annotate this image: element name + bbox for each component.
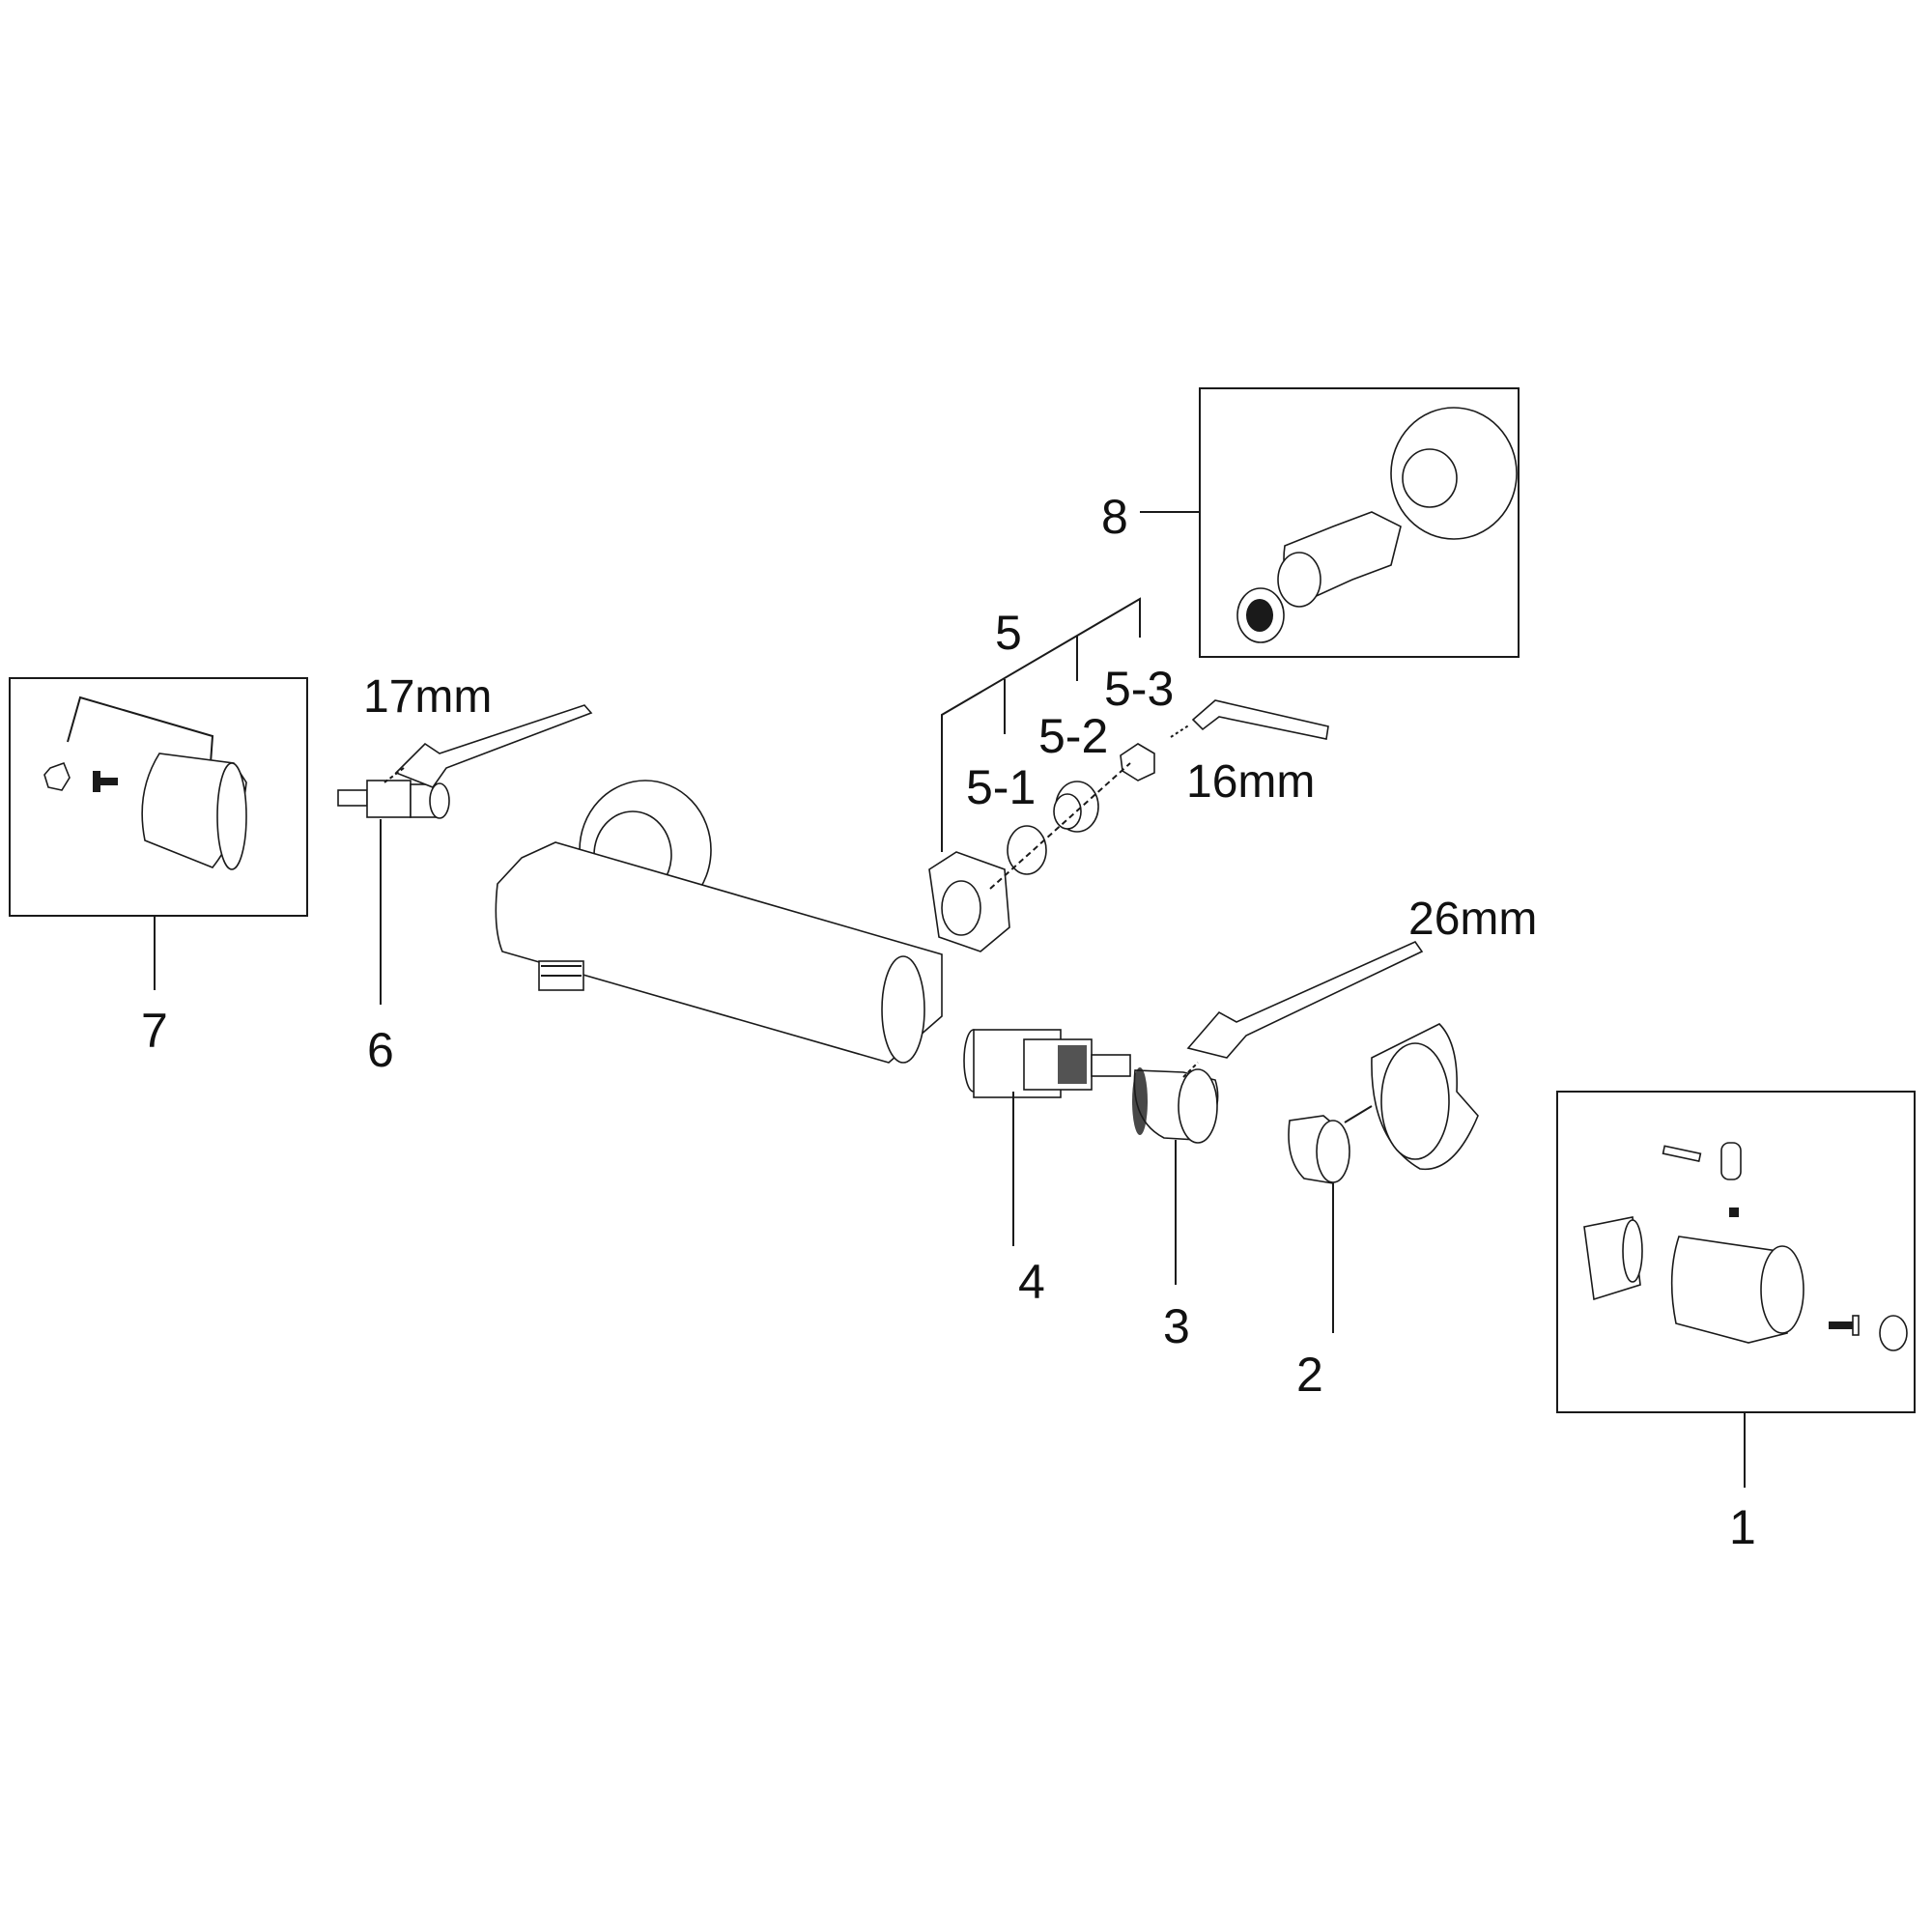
callout-4: 4 [1018, 1255, 1045, 1309]
part-2-handle-adapter [1288, 1023, 1479, 1333]
callout-7: 7 [141, 1004, 168, 1058]
callout-5-3: 5-3 [1104, 662, 1175, 716]
cover-cap-icon [1879, 1315, 1908, 1351]
callout-3: 3 [1163, 1299, 1190, 1353]
spring-icon [1729, 1208, 1739, 1217]
nut-5-icon [928, 851, 1010, 952]
handle-screw-icon [1829, 1315, 1860, 1336]
callout-5-1: 5-1 [966, 760, 1037, 814]
part-4-thermostatic-cartridge [963, 1029, 1131, 1246]
wrench-26-icon [1182, 940, 1424, 1078]
plunger-icon [1720, 1142, 1742, 1180]
eccentric-connector-icon [1277, 511, 1402, 608]
valve-body [495, 780, 943, 1064]
screw-icon [93, 771, 118, 792]
tool-label-16mm: 16mm [1186, 756, 1316, 808]
pin-icon [1662, 1145, 1702, 1163]
tool-label-26mm: 26mm [1408, 894, 1538, 945]
stop-ring-icon [1583, 1216, 1643, 1301]
callout-5: 5 [995, 606, 1022, 660]
seat-5-2-icon [1053, 781, 1099, 833]
thermostat-handle-icon [1670, 1236, 1804, 1344]
nut-icon [43, 761, 71, 791]
callout-1: 1 [1729, 1500, 1756, 1554]
inset-box-1 [1556, 1091, 1916, 1488]
callout-8: 8 [1101, 490, 1128, 544]
part-6-headpart [337, 780, 450, 1005]
o-ring-5-1-icon [1007, 825, 1047, 875]
valve-5-3-icon [1120, 743, 1155, 781]
callout-5-2: 5-2 [1038, 709, 1109, 763]
part-3-retaining-nut [1132, 1067, 1219, 1285]
callout-6: 6 [367, 1023, 394, 1077]
part-5-group [928, 597, 1155, 952]
wall-flange-icon [1390, 407, 1518, 540]
inset-box-7 [9, 677, 308, 990]
callout-2: 2 [1296, 1348, 1323, 1402]
tool-label-17mm: 17mm [363, 671, 493, 723]
wrench-17-icon [384, 704, 593, 788]
inset-box-8 [1140, 387, 1520, 658]
handle-cap-icon [141, 753, 247, 870]
handle-insert-icon [1371, 1023, 1479, 1171]
hex-key-16-icon [1170, 699, 1329, 740]
filter-washer-icon [1236, 587, 1285, 643]
